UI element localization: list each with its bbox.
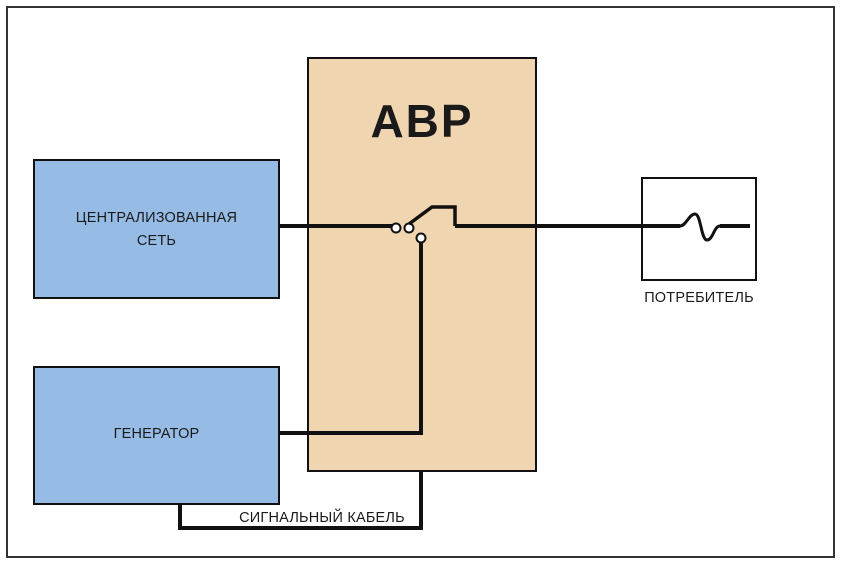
- signal-cable-label: СИГНАЛЬНЫЙ КАБЕЛЬ: [239, 510, 405, 526]
- ats-title: АВР: [370, 95, 474, 147]
- signal-cable: [178, 471, 423, 530]
- consumer-label: ПОТРЕБИТЕЛЬ: [644, 290, 754, 306]
- generator-label: ГЕНЕРАТОР: [113, 426, 200, 442]
- generator-line: [279, 240, 423, 435]
- consumer-block: [641, 177, 757, 281]
- sine-wave-icon: [648, 212, 750, 242]
- transfer-switch-icon: [390, 205, 457, 244]
- mains-block: [33, 159, 280, 299]
- generator-block: [33, 366, 280, 505]
- mains-label: ЦЕНТРАЛИЗОВАННАЯ СЕТЬ: [75, 210, 238, 249]
